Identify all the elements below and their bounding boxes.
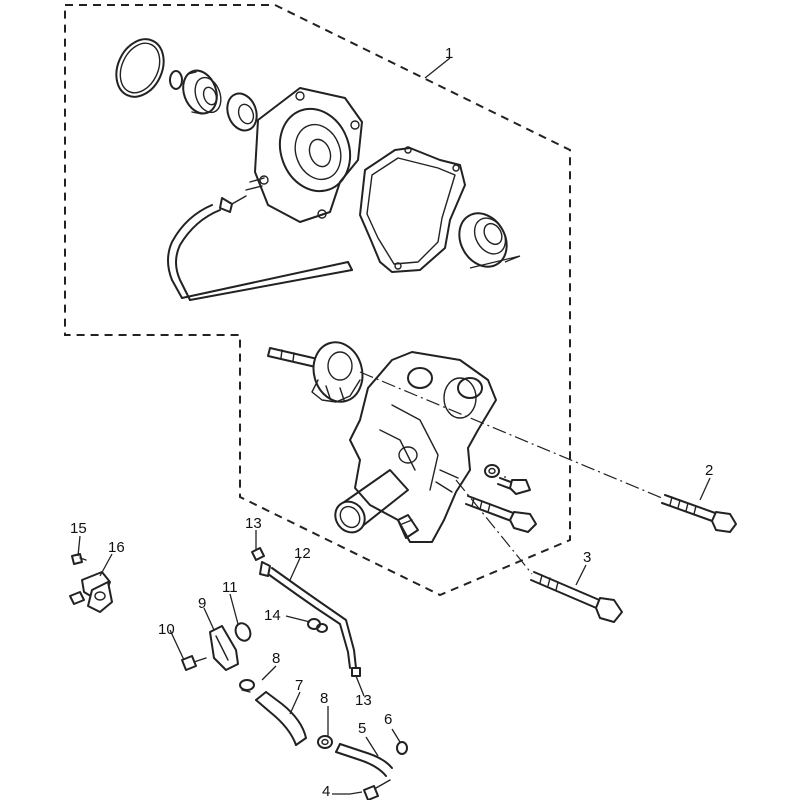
medium-bolt (465, 495, 537, 533)
callout-8-lower: 8 (320, 690, 328, 707)
mounting-bracket (81, 571, 113, 613)
hose-fitting (209, 625, 239, 671)
bolt-13-upper (251, 547, 265, 561)
callout-1: 1 (445, 45, 453, 62)
bearing-large (182, 69, 222, 115)
callout-15: 15 (70, 520, 87, 537)
pump-body (349, 351, 497, 543)
callout-8-upper: 8 (272, 650, 280, 667)
pump-cover-plate (245, 87, 363, 223)
callout-2: 2 (705, 462, 713, 479)
alignment-line-2 (455, 479, 533, 575)
coolant-hose-5 (335, 743, 393, 777)
callout-3: 3 (583, 549, 591, 566)
callout-6: 6 (384, 711, 392, 728)
callout-11: 11 (222, 579, 238, 596)
assembly-boundary (64, 4, 571, 597)
callout-5: 5 (358, 720, 366, 737)
callout-10: 10 (158, 621, 175, 638)
coolant-hose-7 (255, 691, 307, 746)
bolt-10 (181, 655, 207, 671)
o-ring (115, 38, 165, 98)
bracket-bolt-lower (69, 591, 85, 605)
coolant-pipe (259, 561, 357, 669)
callout-14: 14 (264, 607, 281, 624)
bolt-13-lower (351, 667, 361, 677)
callout-13-lower: 13 (355, 692, 372, 709)
breather-hose (167, 204, 353, 301)
leader-lines (77, 57, 711, 795)
bolt-4 (363, 779, 391, 800)
gasket (359, 146, 466, 273)
washer (484, 464, 500, 478)
callout-7: 7 (295, 677, 303, 694)
callout-13-upper: 13 (245, 515, 262, 532)
hose-clamp-8-upper (239, 679, 255, 693)
o-ring-11 (234, 622, 252, 642)
impeller (311, 341, 364, 403)
callout-12: 12 (294, 545, 311, 562)
hose-clamp-6 (396, 741, 408, 755)
breather-fitting (219, 195, 247, 213)
callout-4: 4 (322, 783, 330, 800)
callout-9: 9 (198, 595, 206, 612)
drain-fitting (397, 514, 419, 539)
oil-seal (458, 212, 508, 268)
bracket-bolt-upper (71, 553, 87, 565)
hose-clamp-8-lower (317, 735, 333, 749)
alignment-line-1 (359, 371, 663, 499)
short-bolt (497, 477, 531, 495)
long-bolt-3 (530, 571, 623, 623)
circlip (169, 70, 183, 90)
callout-16: 16 (108, 539, 125, 556)
hose-clamp-14 (307, 618, 328, 633)
outlet-pipe (334, 469, 409, 534)
long-bolt-2 (661, 494, 737, 533)
bearing-small (226, 92, 258, 132)
